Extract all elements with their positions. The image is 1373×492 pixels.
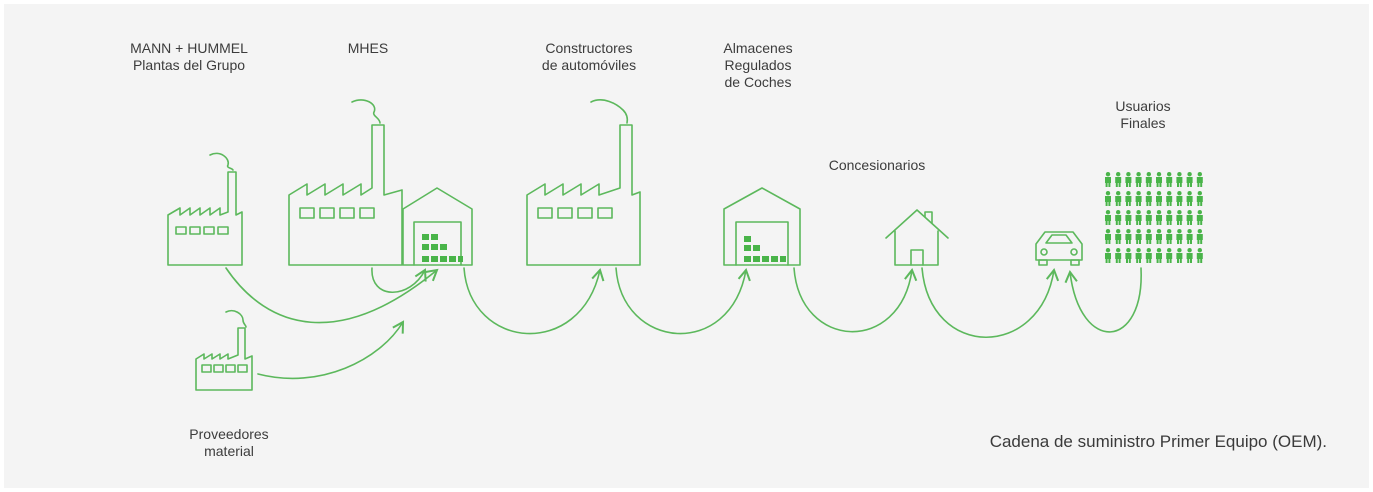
flow-arrows (225, 267, 1142, 380)
person-icon (1176, 191, 1183, 206)
label-car-warehouses: Almacenes Regulados de Coches (723, 40, 793, 90)
person-icon (1135, 172, 1142, 187)
person-icon (1166, 172, 1173, 187)
mhes-factory-icon (288, 99, 403, 266)
flow-arrow-icon (225, 267, 439, 324)
car-maker-factory-icon (526, 99, 641, 266)
person-icon (1135, 210, 1142, 225)
person-icon (1166, 248, 1173, 263)
person-icon (1166, 191, 1173, 206)
person-icon (1156, 210, 1162, 225)
diagram-caption: Cadena de suministro Primer Equipo (OEM)… (989, 432, 1327, 451)
person-icon (1176, 248, 1183, 263)
person-icon (1145, 172, 1152, 187)
person-icon (1166, 210, 1173, 225)
person-icon (1105, 229, 1111, 244)
person-icon (1186, 191, 1193, 206)
flow-arrow-icon (793, 267, 918, 333)
person-icon (1186, 229, 1193, 244)
label-dealers: Concesionarios (828, 157, 926, 173)
person-icon (1145, 191, 1152, 206)
mhes-warehouse-icon (402, 187, 473, 266)
person-icon (1176, 210, 1183, 225)
person-icon (1196, 229, 1203, 244)
person-icon (1186, 210, 1193, 225)
person-icon (1156, 229, 1162, 244)
person-icon (1196, 172, 1203, 187)
person-icon (1105, 172, 1111, 187)
person-icon (1176, 229, 1183, 244)
person-icon (1145, 210, 1152, 225)
person-icon (1196, 210, 1203, 225)
flow-arrow-icon (615, 267, 751, 335)
person-icon (1125, 210, 1132, 225)
person-icon (1156, 191, 1162, 206)
person-icon (1125, 191, 1132, 206)
person-icon (1166, 229, 1173, 244)
person-icon (1196, 248, 1203, 263)
label-car-makers: Constructores de automóviles (541, 40, 637, 73)
person-icon (1186, 248, 1193, 263)
person-icon (1125, 229, 1132, 244)
person-icon (1125, 248, 1132, 263)
flow-arrow-icon (463, 267, 605, 335)
person-icon (1145, 248, 1152, 263)
flow-arrow-icon (371, 267, 427, 293)
label-mhes: MHES (347, 40, 389, 56)
person-icon (1125, 172, 1132, 187)
flow-arrow-icon (921, 267, 1060, 339)
car-icon (1035, 231, 1083, 266)
supplier-factory-icon (195, 309, 253, 391)
label-end-users: Usuarios Finales (1115, 98, 1171, 131)
person-icon (1135, 248, 1142, 263)
person-icon (1186, 172, 1193, 187)
person-icon (1115, 191, 1122, 206)
person-icon (1105, 248, 1111, 263)
diagram-panel (4, 4, 1369, 488)
person-icon (1156, 172, 1162, 187)
person-icon (1115, 248, 1122, 263)
flow-arrow-icon (1064, 267, 1142, 333)
person-icon (1105, 191, 1111, 206)
end-users-people-icon (1105, 172, 1203, 263)
person-icon (1156, 248, 1162, 263)
group-plant-factory-icon (167, 152, 243, 266)
person-icon (1105, 210, 1111, 225)
person-icon (1196, 191, 1203, 206)
dealer-house-icon (885, 209, 949, 266)
person-icon (1115, 172, 1122, 187)
car-warehouse-icon (723, 187, 801, 266)
person-icon (1115, 210, 1122, 225)
person-icon (1115, 229, 1122, 244)
person-icon (1135, 191, 1142, 206)
label-suppliers: Proveedores material (189, 426, 269, 459)
flow-arrow-icon (257, 320, 405, 380)
person-icon (1176, 172, 1183, 187)
label-group-plants: MANN + HUMMEL Plantas del Grupo (130, 40, 248, 73)
person-icon (1135, 229, 1142, 244)
person-icon (1145, 229, 1152, 244)
